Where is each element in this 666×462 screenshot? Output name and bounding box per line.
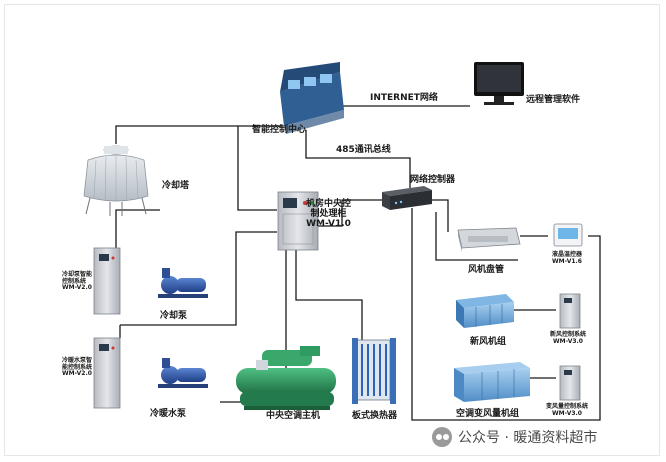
line-thermo-rail <box>588 235 601 388</box>
label-fan-coil: 风机盘管 <box>468 265 505 275</box>
diagram-frame <box>4 4 660 456</box>
label-cooling-pump-system: 冷却泵智能 控制系统 WM-V2.0 <box>62 271 93 292</box>
line-cabinet-to-netctrl <box>318 199 384 227</box>
label-lcd-thermostat-line2: WM-V1.6 <box>552 257 582 265</box>
chiller-device <box>236 346 336 410</box>
label-chw-pump-system: 冷暖水泵智 能控制系统 WM-V2.0 <box>62 357 93 378</box>
label-chw-pump: 冷暖水泵 <box>150 409 187 419</box>
line-netctrl-right <box>426 199 449 232</box>
label-network-controller: 网络控制器 <box>410 175 456 185</box>
line-netctrl-down <box>411 208 601 421</box>
label-vav-unit: 空调变风量机组 <box>456 409 520 419</box>
watermark: 公众号 · 暖通资料超市 <box>432 426 660 448</box>
chw-pump-device <box>158 358 208 388</box>
label-cooling-pump: 冷却泵 <box>160 311 188 321</box>
cooling-pump-device <box>158 268 208 298</box>
line-netctrl-to-groups <box>435 212 518 261</box>
wechat-icon <box>432 427 452 447</box>
line-pump1-sys-up <box>115 209 160 248</box>
fan-coil-device <box>457 227 521 252</box>
label-fresh-air-unit: 新风机组 <box>470 337 507 347</box>
central-cabinet-device <box>277 191 319 251</box>
label-chw-pump-system-line1: 冷暖水泵智 <box>62 357 93 364</box>
network-controller-device <box>382 186 432 210</box>
label-cooling-pump-system-line1: 冷却泵智能 <box>62 271 93 278</box>
cooling-pump-cabinet-device <box>93 247 121 315</box>
chw-pump-cabinet-device <box>93 337 121 409</box>
remote-computer <box>474 62 524 105</box>
vav-cabinet-device <box>559 365 581 401</box>
label-lcd-thermostat-line1: 液晶温控器 <box>552 251 583 258</box>
label-cooling-pump-system-line2: 控制系统 <box>62 277 87 285</box>
connection-lines <box>115 105 601 421</box>
label-plate-hx: 板式换热器 <box>352 411 398 421</box>
label-central-cabinet-line1: 机房中央控 <box>306 199 352 209</box>
line-cabinet-to-pump1 <box>120 231 277 326</box>
label-fresh-air-control-line2: WM-V3.0 <box>553 337 583 345</box>
label-vav-control-line2: WM-V3.0 <box>552 409 582 417</box>
fresh-air-cabinet-device <box>559 293 581 329</box>
label-cooling-pump-system-line3: WM-V2.0 <box>62 284 92 292</box>
fresh-air-unit-device <box>456 294 514 328</box>
label-fresh-air-control: 新风控制系统 WM-V3.0 <box>550 331 587 345</box>
line-center-bus <box>305 130 411 188</box>
line-center-to-tower-branch <box>237 125 282 211</box>
label-485-bus: 485通讯总线 <box>336 145 391 155</box>
label-lcd-thermostat: 液晶温控器 WM-V1.6 <box>552 251 583 265</box>
label-chiller: 中央空调主机 <box>266 411 321 421</box>
label-cooling-tower: 冷却塔 <box>162 181 190 191</box>
cooling-tower-device <box>83 145 149 216</box>
label-smart-center: 智能控制中心 <box>252 125 307 135</box>
plate-hx-device <box>352 338 396 404</box>
label-remote-software: 远程管理软件 <box>526 95 581 105</box>
label-vav-control: 变风量控制系统 WM-V3.0 <box>546 403 589 417</box>
label-central-cabinet-line2: 制处理柜 <box>310 208 347 219</box>
vav-unit-device <box>454 362 530 402</box>
label-chw-pump-system-line3: WM-V2.0 <box>62 370 92 378</box>
label-vav-control-line1: 变风量控制系统 <box>546 403 589 410</box>
label-central-cabinet-line3: WM-V1.0 <box>306 218 351 229</box>
lcd-thermostat-device <box>553 223 583 247</box>
label-fresh-air-control-line1: 新风控制系统 <box>550 331 587 338</box>
line-tower-branch <box>115 125 238 144</box>
watermark-text: 公众号 · 暖通资料超市 <box>458 430 598 446</box>
label-central-cabinet: 机房中央控 制处理柜 WM-V1.0 <box>306 199 352 230</box>
label-internet: INTERNET网络 <box>370 93 438 103</box>
smart-control-center <box>280 62 344 134</box>
label-chw-pump-system-line2: 能控制系统 <box>62 363 93 371</box>
line-cabinet-to-chiller <box>295 250 363 340</box>
